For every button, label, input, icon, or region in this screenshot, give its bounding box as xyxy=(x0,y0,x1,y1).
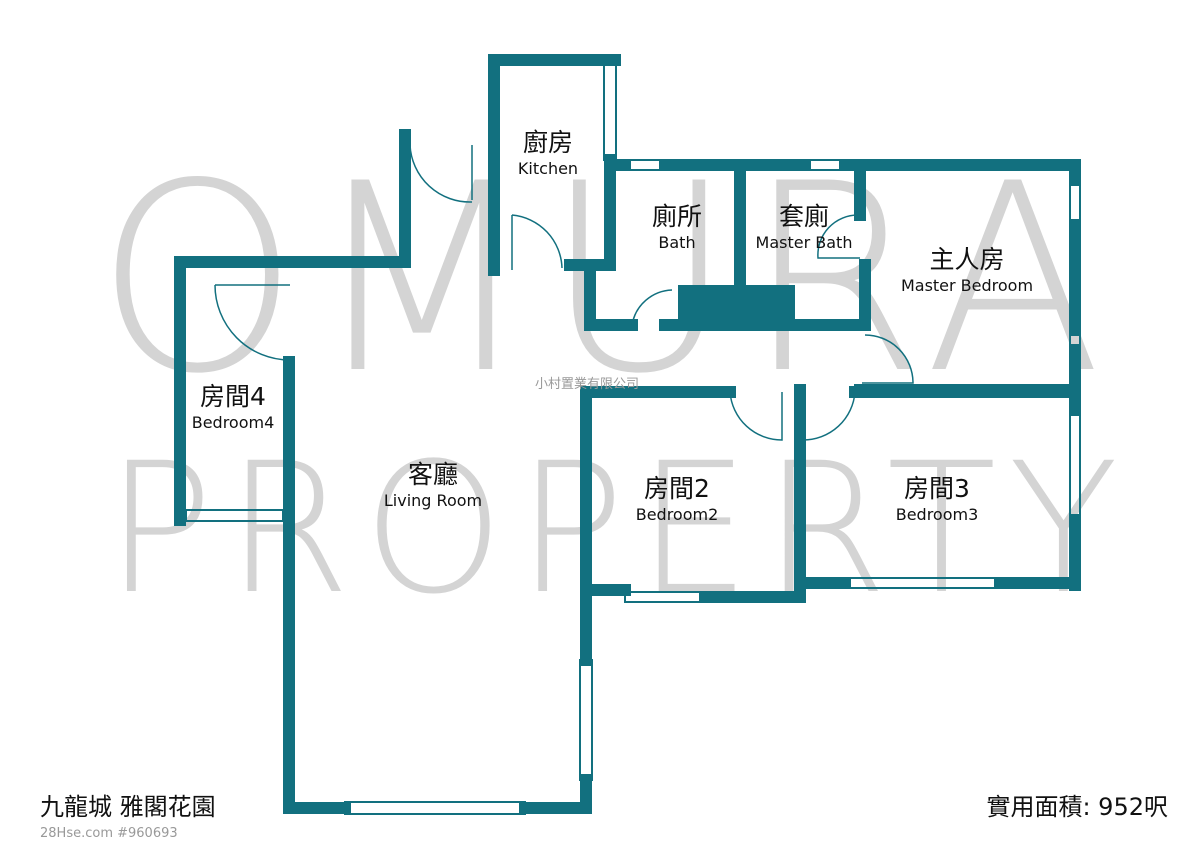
room-name-en: Master Bedroom xyxy=(900,276,1034,295)
doors xyxy=(214,144,914,441)
room-name-en: Bedroom4 xyxy=(191,413,275,432)
master-bedroom-walls xyxy=(854,219,1081,591)
room-name-zh: 套廁 xyxy=(778,202,830,231)
cabinet-block xyxy=(678,285,795,330)
bedroom3-walls xyxy=(794,386,1081,589)
estate-name: 九龍城 雅閣花園 xyxy=(40,793,216,821)
room-name-en: Master Bath xyxy=(755,233,853,252)
room-name-en: Bath xyxy=(658,233,696,252)
bath-walls xyxy=(584,159,1081,331)
room-name-zh: 房間3 xyxy=(904,474,970,503)
room-living-room: 客廳 Living Room xyxy=(384,460,482,512)
walls xyxy=(174,54,1081,814)
windows xyxy=(185,59,1081,815)
company-watermark: 小村置業有限公司 xyxy=(535,377,640,392)
room-name-en: Bedroom3 xyxy=(895,505,979,524)
room-name-zh: 主人房 xyxy=(929,245,1005,274)
site-watermark: 28Hse.com #960693 xyxy=(40,826,178,841)
room-name-en: Kitchen xyxy=(517,159,579,178)
room-bath: 廁所 Bath xyxy=(652,202,702,254)
bedroom4-walls xyxy=(174,129,411,526)
living-room-walls xyxy=(283,356,592,814)
room-master-bath: 套廁 Master Bath xyxy=(756,202,853,254)
room-kitchen: 廚房 Kitchen xyxy=(518,128,578,180)
room-name-zh: 廚房 xyxy=(522,128,574,157)
room-name-zh: 房間4 xyxy=(200,382,266,411)
saleable-area: 實用面積: 952呎 xyxy=(986,793,1168,821)
room-name-en: Bedroom2 xyxy=(635,505,719,524)
room-name-zh: 房間2 xyxy=(644,474,710,503)
room-master-bedroom: 主人房 Master Bedroom xyxy=(901,245,1033,297)
kitchen-walls xyxy=(488,54,621,276)
room-name-zh: 廁所 xyxy=(651,202,703,231)
room-name-zh: 客廳 xyxy=(407,460,458,489)
room-name-en: Living Room xyxy=(383,491,483,510)
bedroom2-walls xyxy=(580,384,806,603)
watermark-omura: OMURA xyxy=(95,129,1113,431)
